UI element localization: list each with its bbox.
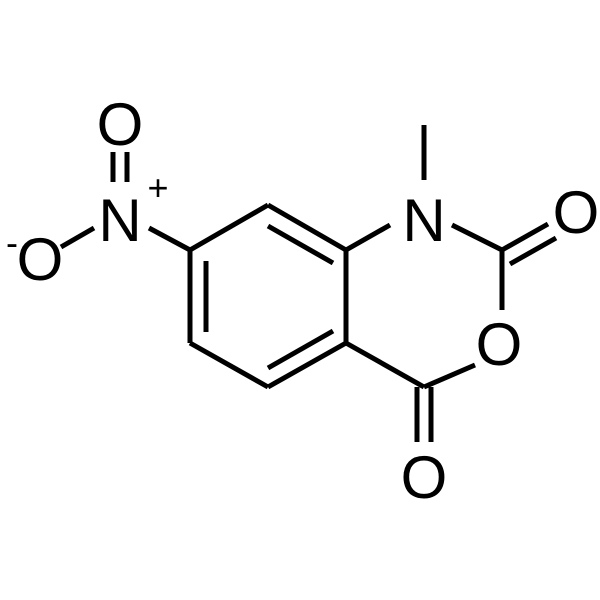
bond-carbonyl-bottom-ring [344, 340, 426, 390]
bond-ring-top-left [188, 202, 270, 253]
bonds [59, 125, 558, 442]
bond-ring-top-inner [266, 223, 335, 266]
atom-carbonyl-o-bottom: O [401, 444, 448, 511]
bond-ring-n [344, 222, 392, 253]
atom-labels: O N + - O N O O O [6, 91, 599, 511]
atom-nitro-o-minus-charge: - [6, 222, 18, 263]
bond-o-carbonyl-bottom [423, 362, 476, 390]
bond-ring-bottom-right-inner [266, 328, 335, 371]
bond-nitro-o-minus [59, 225, 96, 250]
atom-ring-n: N [402, 187, 445, 254]
bond-ring-top [266, 202, 348, 253]
bond-co-right-1 [500, 221, 550, 253]
bond-n-carbonyl [450, 222, 504, 253]
bond-ring-bottom-left [188, 340, 270, 390]
atom-carbonyl-o-right: O [553, 179, 600, 246]
atom-nitro-o-minus: O [17, 226, 64, 293]
bond-co-right-2 [508, 235, 558, 267]
bond-ring-bottom-right [266, 340, 348, 390]
atom-nitro-n: N [98, 187, 141, 254]
bond-c-nitro [147, 225, 192, 253]
atom-nitro-n-charge: + [147, 167, 168, 208]
atom-ring-o: O [476, 311, 523, 378]
atom-nitro-o-top: O [97, 91, 144, 158]
